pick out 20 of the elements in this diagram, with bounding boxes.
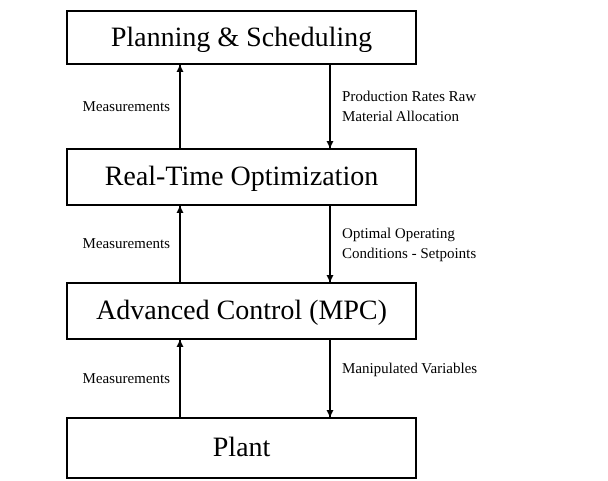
process-box <box>66 282 417 340</box>
process-box <box>66 417 417 479</box>
edge-label: Optimal Operating Conditions - Setpoints <box>342 225 478 264</box>
arrow <box>326 206 334 282</box>
edge-label: Production Rates Raw Material Allocation <box>342 88 478 126</box>
edge-label: Manipulated Variables <box>342 360 478 378</box>
arrow <box>326 340 334 417</box>
edge-label: Measurements <box>82 235 170 254</box>
box-label: Planning & Scheduling <box>110 22 372 54</box>
arrow <box>176 206 184 282</box>
arrow <box>176 340 184 417</box>
box-label: Plant <box>212 432 270 464</box>
edge-label: Measurements <box>82 370 170 388</box>
edge-label: Measurements <box>82 98 170 116</box>
box-label: Real-Time Optimization <box>104 161 378 193</box>
process-box <box>66 10 417 65</box>
process-box <box>66 148 417 206</box>
arrow <box>176 65 184 148</box>
box-label: Advanced Control (MPC) <box>96 295 387 327</box>
arrow <box>326 65 334 148</box>
